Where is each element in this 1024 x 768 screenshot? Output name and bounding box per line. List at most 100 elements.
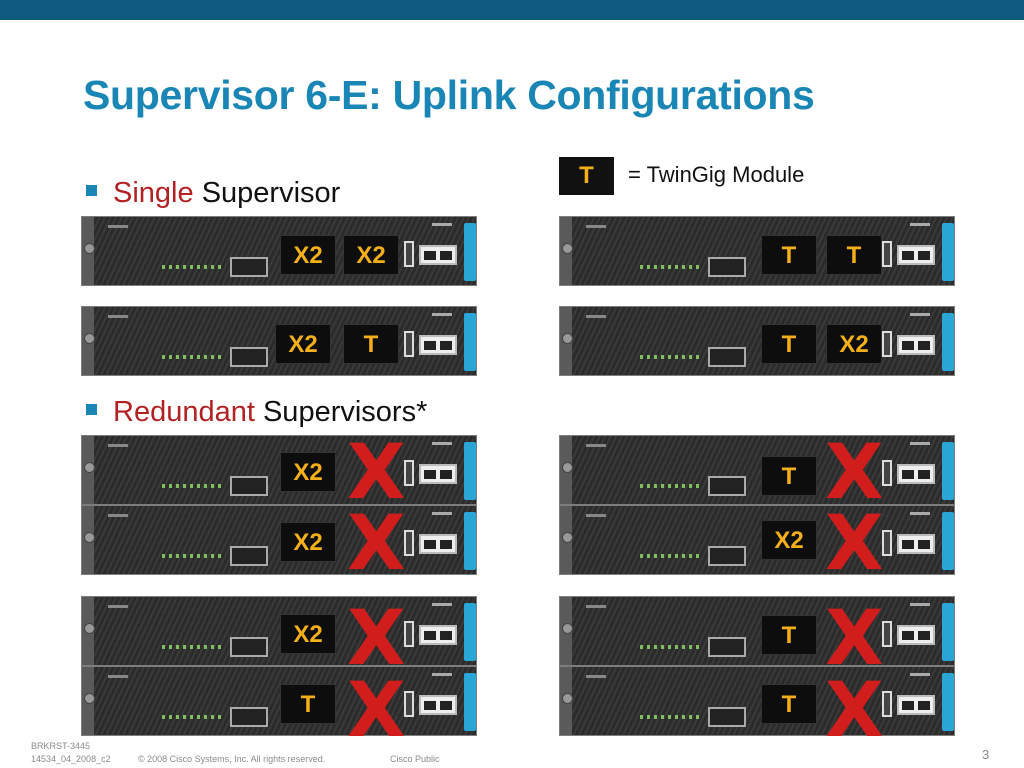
ethernet-ports	[419, 464, 457, 484]
ejector-latch	[942, 223, 954, 281]
footer-session-code: BRKRST-3445	[31, 741, 91, 751]
legend-twingig-box: T	[559, 157, 614, 195]
ejector-latch	[942, 512, 954, 570]
led-row	[640, 554, 700, 558]
supervisor-card	[559, 306, 955, 376]
led-row	[640, 484, 700, 488]
usb-port	[404, 621, 414, 647]
usb-port	[882, 530, 892, 556]
disabled-x-mark: X	[825, 665, 884, 754]
ejector-latch	[942, 673, 954, 731]
footer-doc-id: 14534_04_2008_c2	[31, 754, 111, 764]
console-port	[230, 637, 268, 657]
supervisor-card	[559, 596, 955, 666]
bullet-highlight: Single	[113, 177, 194, 209]
usb-port	[404, 691, 414, 717]
led-row	[640, 355, 700, 359]
screw-icon	[84, 693, 95, 704]
uplink-module: X2	[275, 324, 331, 364]
console-port	[230, 476, 268, 496]
disabled-x-mark: X	[347, 427, 406, 516]
led-row	[162, 645, 222, 649]
bullet-text: Supervisors*	[262, 396, 428, 428]
console-port	[230, 347, 268, 367]
supervisor-card	[559, 435, 955, 505]
usb-port	[882, 241, 892, 267]
screw-icon	[84, 623, 95, 634]
uplink-module: T	[761, 684, 817, 724]
disabled-x-mark: X	[825, 427, 884, 516]
screw-icon	[84, 532, 95, 543]
uplink-module: T	[826, 235, 882, 275]
disabled-x-mark: X	[347, 665, 406, 754]
ethernet-ports	[419, 335, 457, 355]
ejector-latch	[942, 313, 954, 371]
uplink-module: X2	[280, 614, 336, 654]
console-port	[708, 476, 746, 496]
ejector-latch	[942, 603, 954, 661]
supervisor-card	[81, 596, 477, 666]
uplink-module: T	[280, 684, 336, 724]
supervisor-card	[559, 216, 955, 286]
screw-icon	[84, 243, 95, 254]
bullet-redundant-supervisors: Redundant Supervisors*	[86, 396, 427, 429]
uplink-module: T	[343, 324, 399, 364]
ejector-latch	[464, 442, 476, 500]
ethernet-ports	[897, 245, 935, 265]
ejector-latch	[464, 603, 476, 661]
led-row	[640, 265, 700, 269]
disabled-x-mark: X	[825, 498, 884, 587]
footer-copyright: © 2008 Cisco Systems, Inc. All rights re…	[138, 754, 326, 764]
uplink-module: X2	[826, 324, 882, 364]
led-row	[640, 645, 700, 649]
console-port	[708, 637, 746, 657]
bullet-text: Supervisor	[201, 177, 341, 209]
console-port	[230, 707, 268, 727]
usb-port	[882, 691, 892, 717]
ethernet-ports	[897, 625, 935, 645]
console-port	[708, 707, 746, 727]
ethernet-ports	[897, 695, 935, 715]
ethernet-ports	[897, 464, 935, 484]
console-port	[708, 257, 746, 277]
screw-icon	[562, 532, 573, 543]
disabled-x-mark: X	[825, 593, 884, 682]
supervisor-card	[559, 505, 955, 575]
ejector-latch	[464, 673, 476, 731]
ethernet-ports	[897, 335, 935, 355]
top-bar	[0, 0, 1024, 20]
ethernet-ports	[419, 534, 457, 554]
ejector-latch	[942, 442, 954, 500]
usb-port	[404, 241, 414, 267]
screw-icon	[562, 333, 573, 344]
screw-icon	[562, 243, 573, 254]
usb-port	[404, 530, 414, 556]
supervisor-card	[81, 306, 477, 376]
led-row	[162, 715, 222, 719]
supervisor-card	[559, 666, 955, 736]
ethernet-ports	[419, 695, 457, 715]
led-row	[162, 355, 222, 359]
usb-port	[404, 460, 414, 486]
screw-icon	[84, 462, 95, 473]
usb-port	[404, 331, 414, 357]
bullet-square-icon	[86, 404, 97, 415]
bullet-square-icon	[86, 185, 97, 196]
bullet-single-supervisor: Single Supervisor	[86, 177, 340, 210]
led-row	[640, 715, 700, 719]
screw-icon	[562, 623, 573, 634]
usb-port	[882, 331, 892, 357]
disabled-x-mark: X	[347, 593, 406, 682]
ethernet-ports	[419, 625, 457, 645]
screw-icon	[84, 333, 95, 344]
uplink-module: T	[761, 615, 817, 655]
uplink-module: X2	[280, 452, 336, 492]
led-row	[162, 554, 222, 558]
ethernet-ports	[897, 534, 935, 554]
uplink-module: T	[761, 456, 817, 496]
console-port	[230, 257, 268, 277]
uplink-module: T	[761, 235, 817, 275]
uplink-module: T	[761, 324, 817, 364]
uplink-module: X2	[343, 235, 399, 275]
usb-port	[882, 621, 892, 647]
